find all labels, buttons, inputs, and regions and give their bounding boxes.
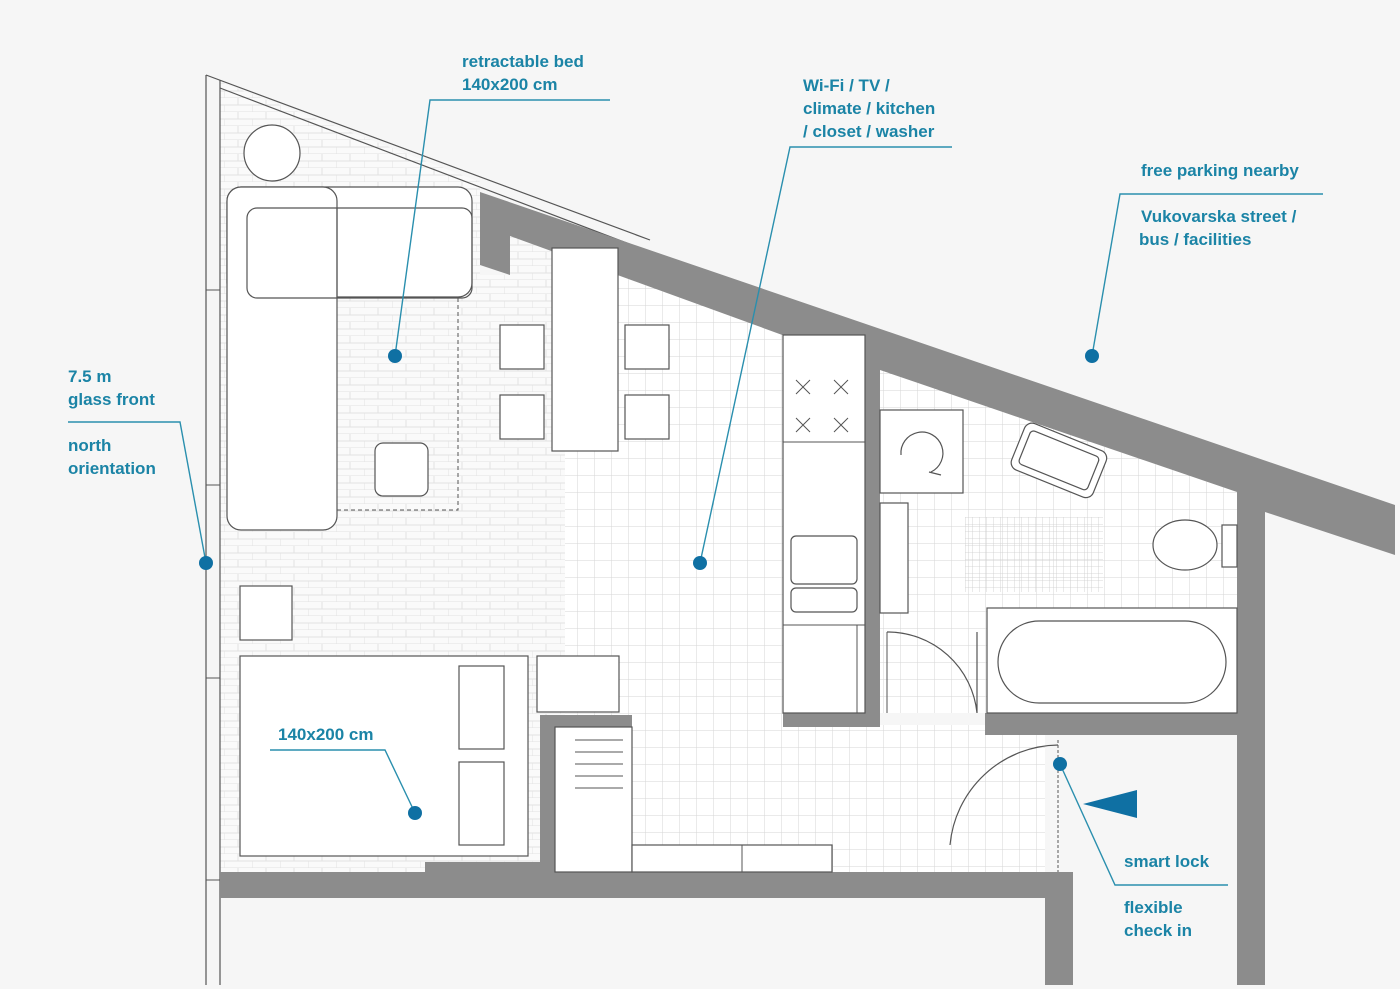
- glass-front: [205, 74, 651, 985]
- plant: [243, 124, 301, 182]
- label-retractable-bed-size: 140x200 cm: [462, 75, 557, 94]
- label-amenities-2: climate / kitchen: [803, 99, 935, 118]
- walls: [220, 192, 1395, 985]
- dining-table: [499, 247, 670, 452]
- label-location-1: Vukovarska street /: [1141, 207, 1297, 226]
- label-checkin-1: flexible: [1124, 898, 1183, 917]
- kitchen-counter: [782, 334, 866, 714]
- label-bed: 140x200 cm: [278, 725, 373, 744]
- sofa: [226, 186, 473, 531]
- label-parking: free parking nearby: [1141, 161, 1299, 180]
- entrance-arrow-icon: [1083, 790, 1137, 818]
- plant-box: [536, 655, 620, 713]
- bath-mat: [965, 517, 1103, 592]
- ottoman: [374, 442, 429, 497]
- label-smart-lock: smart lock: [1124, 852, 1210, 871]
- bed: [239, 655, 529, 857]
- label-orientation-1: north: [68, 436, 111, 455]
- closet: [554, 726, 833, 873]
- plant-box: [239, 585, 293, 641]
- label-orientation-2: orientation: [68, 459, 156, 478]
- label-retractable-bed: retractable bed: [462, 52, 584, 71]
- label-location-2: bus / facilities: [1139, 230, 1251, 249]
- label-glass-1: 7.5 m: [68, 367, 111, 386]
- label-amenities-1: Wi-Fi / TV /: [803, 76, 890, 95]
- label-amenities-3: / closet / washer: [803, 122, 935, 141]
- label-checkin-2: check in: [1124, 921, 1192, 940]
- label-glass-2: glass front: [68, 390, 155, 409]
- leader-lines: [68, 99, 1323, 886]
- dot-markers: [199, 349, 1099, 820]
- bathroom-fixtures: [879, 409, 1238, 714]
